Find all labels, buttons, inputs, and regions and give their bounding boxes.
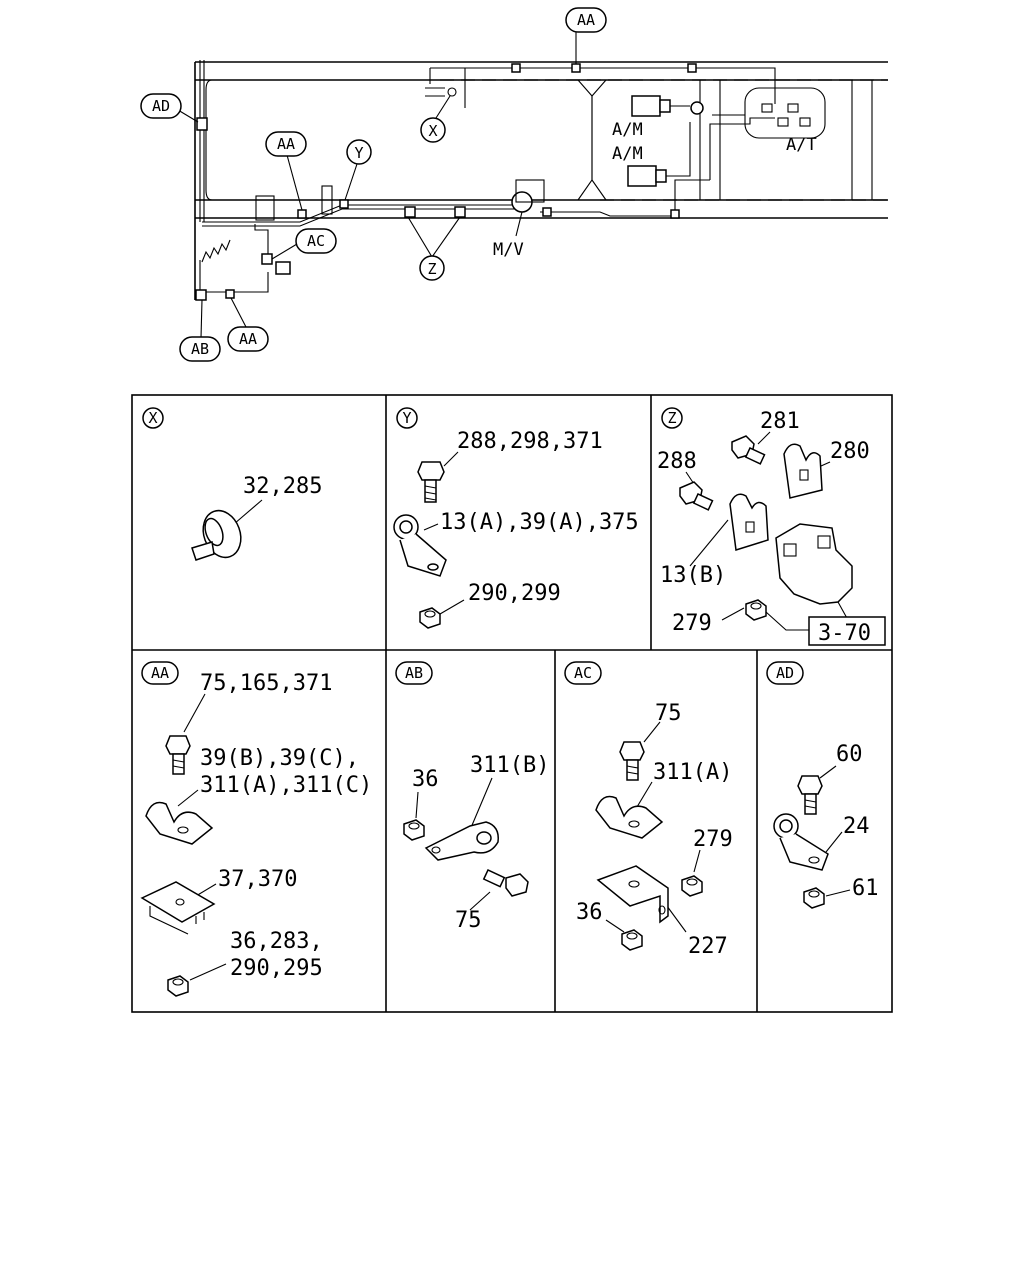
bolt-icon xyxy=(797,775,823,815)
svg-text:Y: Y xyxy=(354,144,363,162)
bolt-icon xyxy=(417,461,445,503)
double-clip-icon xyxy=(595,795,664,839)
panel-aa-part-1: 75,165,371 xyxy=(200,671,332,696)
svg-text:AA: AA xyxy=(239,330,257,348)
callout-ab: AB xyxy=(179,336,221,362)
svg-text:AA: AA xyxy=(577,11,595,29)
nut-icon xyxy=(745,599,767,621)
chassis-overview xyxy=(194,60,888,301)
panel-aa-part-4: 37,370 xyxy=(218,867,297,892)
svg-text:AA: AA xyxy=(277,135,295,153)
pipe-clip-icon xyxy=(773,813,829,871)
label-at: A/T xyxy=(786,135,817,155)
bolt-icon xyxy=(482,869,529,897)
double-clip-icon xyxy=(729,493,769,551)
nut-icon xyxy=(621,929,643,951)
panel-ab-part-3: 75 xyxy=(455,908,482,933)
panel-ab-part-2: 311(B) xyxy=(470,753,549,778)
panel-x-tag-circle xyxy=(142,407,164,429)
bracket-icon xyxy=(775,523,853,605)
nut-icon xyxy=(419,607,441,629)
panel-ab-part-1: 36 xyxy=(412,767,439,792)
nut-icon xyxy=(167,975,189,997)
panel-z-part-1: 281 xyxy=(760,409,800,434)
panel-aa-tag: AA xyxy=(151,664,169,682)
panel-aa-part-5: 36,283, xyxy=(230,929,323,954)
callout-leaders xyxy=(177,32,577,339)
panel-y-part-3: 290,299 xyxy=(468,581,561,606)
panel-z-tag: Z xyxy=(667,409,676,427)
panel-z-part-2: 288 xyxy=(657,449,697,474)
panel-ad-part-1: 60 xyxy=(836,742,863,767)
panel-z-part-4: 13(B) xyxy=(660,563,726,588)
panel-z-ref: 3-70 xyxy=(818,621,871,646)
panel-ac-part-1: 75 xyxy=(655,701,682,726)
panel-ad-tag: AD xyxy=(776,664,794,682)
svg-text:AB: AB xyxy=(191,340,209,358)
label-am-upper: A/M xyxy=(612,120,643,140)
panel-ac-part-3: 279 xyxy=(693,827,733,852)
pipe-clip-icon xyxy=(424,821,499,861)
panel-ac-part-5: 227 xyxy=(688,934,728,959)
panel-y-part-2: 13(A),39(A),375 xyxy=(440,510,639,535)
panel-ac-part-2: 311(A) xyxy=(653,760,732,785)
detail-grid xyxy=(131,394,893,1013)
bolt-icon xyxy=(679,481,714,511)
panel-ab: AB 36 311(B) 75 xyxy=(395,661,549,933)
nut-icon xyxy=(681,875,703,897)
panel-aa: AA 75,165,371 39(B),39(C), 311(A),311(C)… xyxy=(140,661,372,997)
callout-ad: AD xyxy=(140,93,182,119)
bolt-icon xyxy=(731,435,766,465)
panel-y: Y 288,298,371 13(A),39(A),375 290,299 xyxy=(393,407,639,629)
pipe-clip-icon xyxy=(393,514,447,577)
panel-y-tag: Y xyxy=(402,409,411,427)
panel-ad-part-3: 61 xyxy=(852,876,879,901)
panel-aa-part-2: 39(B),39(C), xyxy=(200,746,359,771)
panel-ac-part-4: 36 xyxy=(576,900,603,925)
panel-x-tag: X xyxy=(148,409,157,427)
panel-ad: AD 60 24 61 xyxy=(766,661,879,909)
clip-plate-icon xyxy=(140,881,216,935)
callout-aa-mid: AA xyxy=(265,131,307,157)
callout-x: X xyxy=(420,117,446,143)
callout-z: Z xyxy=(419,255,445,281)
panel-z: Z 281 288 280 13(B) 279 xyxy=(657,407,886,646)
svg-text:AD: AD xyxy=(152,97,170,115)
panel-aa-part-6: 290,295 xyxy=(230,956,323,981)
panel-x-part-1: 32,285 xyxy=(243,474,322,499)
panel-z-part-3: 280 xyxy=(830,439,870,464)
panel-ac: AC 75 311(A) 279 36 227 xyxy=(564,661,733,959)
nut-icon xyxy=(803,887,825,909)
angle-bracket-icon xyxy=(596,865,669,924)
reference-box: 3-70 xyxy=(808,616,886,646)
callout-aa-bottom: AA xyxy=(227,326,269,352)
svg-text:X: X xyxy=(428,122,437,140)
grommet-icon xyxy=(191,509,242,561)
callout-y: Y xyxy=(346,139,372,165)
callout-ac: AC xyxy=(295,228,337,254)
nut-icon xyxy=(403,819,425,841)
panel-y-part-1: 288,298,371 xyxy=(457,429,603,454)
panel-ac-tag: AC xyxy=(574,664,592,682)
panel-ab-tag: AB xyxy=(405,664,423,682)
panel-x: X 32,285 xyxy=(142,407,322,561)
panel-z-part-5: 279 xyxy=(672,611,712,636)
double-clip-icon xyxy=(783,443,823,499)
svg-text:Z: Z xyxy=(427,260,436,278)
bolt-icon xyxy=(619,741,645,781)
svg-text:AC: AC xyxy=(307,232,325,250)
label-mv: M/V xyxy=(493,240,524,260)
label-am-lower: A/M xyxy=(612,144,643,164)
bolt-icon xyxy=(165,735,191,775)
callout-aa-top: AA xyxy=(565,7,607,33)
panel-ad-part-2: 24 xyxy=(843,814,870,839)
double-clip-icon xyxy=(145,801,214,845)
panel-aa-part-3: 311(A),311(C) xyxy=(200,773,372,798)
